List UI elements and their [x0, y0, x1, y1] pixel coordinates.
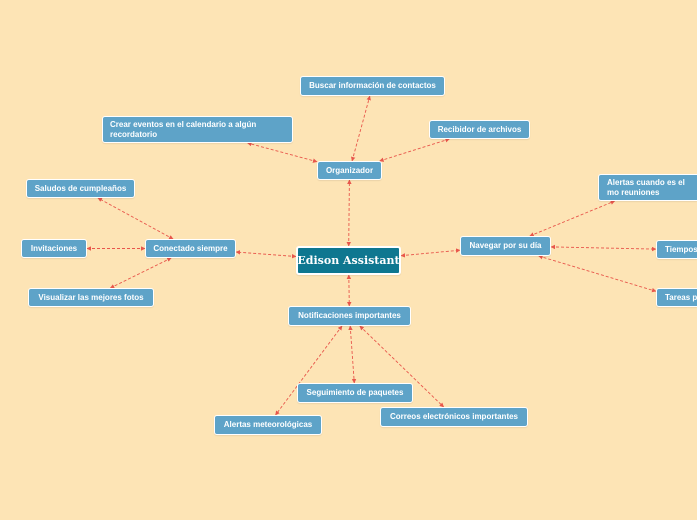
connector-notificaciones-seguimiento [348, 325, 357, 384]
node-buscar-informacion-contactos[interactable]: Buscar información de contactos [300, 76, 445, 96]
connector-organizador-crear_eventos [247, 141, 318, 163]
node-correos-electronicos-importantes[interactable]: Correos electrónicos importantes [380, 407, 528, 427]
connector-navegar-tareas [538, 255, 657, 293]
node-conectado-siempre[interactable]: Conectado siempre [145, 239, 236, 258]
node-tareas[interactable]: Tareas p [656, 288, 697, 307]
node-crear-eventos-calendario[interactable]: Crear eventos en el calendario a algún r… [102, 116, 293, 143]
root-node-edison-assistant[interactable]: Edison Assistant [296, 246, 401, 275]
connector-root-organizador [346, 179, 352, 247]
connector-root-notificaciones [346, 274, 352, 307]
node-seguimiento-de-paquetes[interactable]: Seguimiento de paquetes [297, 383, 413, 403]
node-invitaciones[interactable]: Invitaciones [21, 239, 87, 258]
connector-notificaciones-meteorologicas [275, 325, 343, 416]
node-alertas-meteorologicas[interactable]: Alertas meteorológicas [214, 415, 322, 435]
node-saludos-de-cumpleanos[interactable]: Saludos de cumpleaños [26, 179, 135, 198]
node-tiempos[interactable]: Tiempos [656, 240, 697, 259]
connector-notificaciones-correos [359, 325, 445, 408]
connector-organizador-recibidor [379, 138, 450, 162]
connector-organizador-buscar [350, 95, 371, 162]
connector-root-navegar [400, 248, 461, 258]
node-alertas-reuniones[interactable]: Alertas cuando es el mo reuniones [598, 174, 697, 201]
connector-navegar-tiempos [550, 244, 657, 252]
connector-conectado-fotos [109, 257, 172, 289]
node-organizador[interactable]: Organizador [317, 161, 382, 180]
node-recibidor-de-archivos[interactable]: Recibidor de archivos [429, 120, 530, 139]
node-visualizar-mejores-fotos[interactable]: Visualizar las mejores fotos [28, 288, 154, 307]
connector-conectado-saludos [97, 197, 174, 240]
connector-navegar-alertas_reuniones [529, 200, 616, 237]
connector-root-conectado [235, 250, 297, 259]
node-navegar-por-su-dia[interactable]: Navegar por su día [460, 236, 551, 256]
node-notificaciones-importantes[interactable]: Notificaciones importantes [288, 306, 411, 326]
